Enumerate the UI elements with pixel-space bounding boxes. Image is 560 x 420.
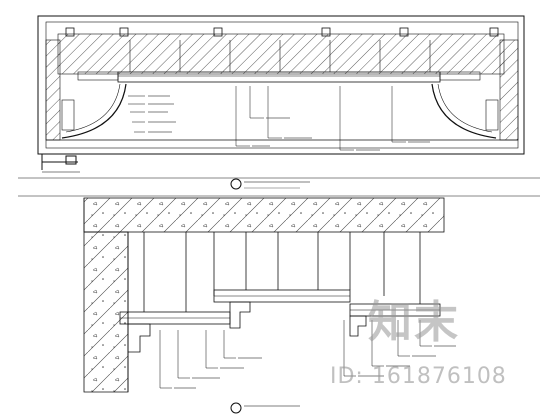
cornice-right	[349, 315, 367, 337]
left-cove-curve	[61, 83, 127, 139]
cornice-left	[128, 323, 151, 353]
leader-lines	[128, 86, 406, 151]
watermark-id-text: ID: 161876108	[330, 364, 507, 389]
tiny-labels	[148, 95, 430, 151]
section-2	[18, 195, 540, 414]
cornice-mid	[229, 301, 251, 329]
concrete-slab	[83, 197, 445, 233]
section-1	[18, 15, 540, 190]
right-cove-curve	[431, 83, 497, 139]
section-2-hangers	[143, 232, 421, 312]
hanger-marks	[65, 27, 499, 37]
section-1-title-mark	[230, 178, 242, 190]
hanger-rods	[129, 40, 431, 72]
watermark-logo-text: 知末	[368, 297, 460, 348]
section-2-title-mark	[230, 402, 242, 414]
section-2-tiny-labels	[174, 345, 456, 389]
ceiling-slab	[57, 33, 505, 75]
section-2-leaders	[159, 320, 432, 389]
